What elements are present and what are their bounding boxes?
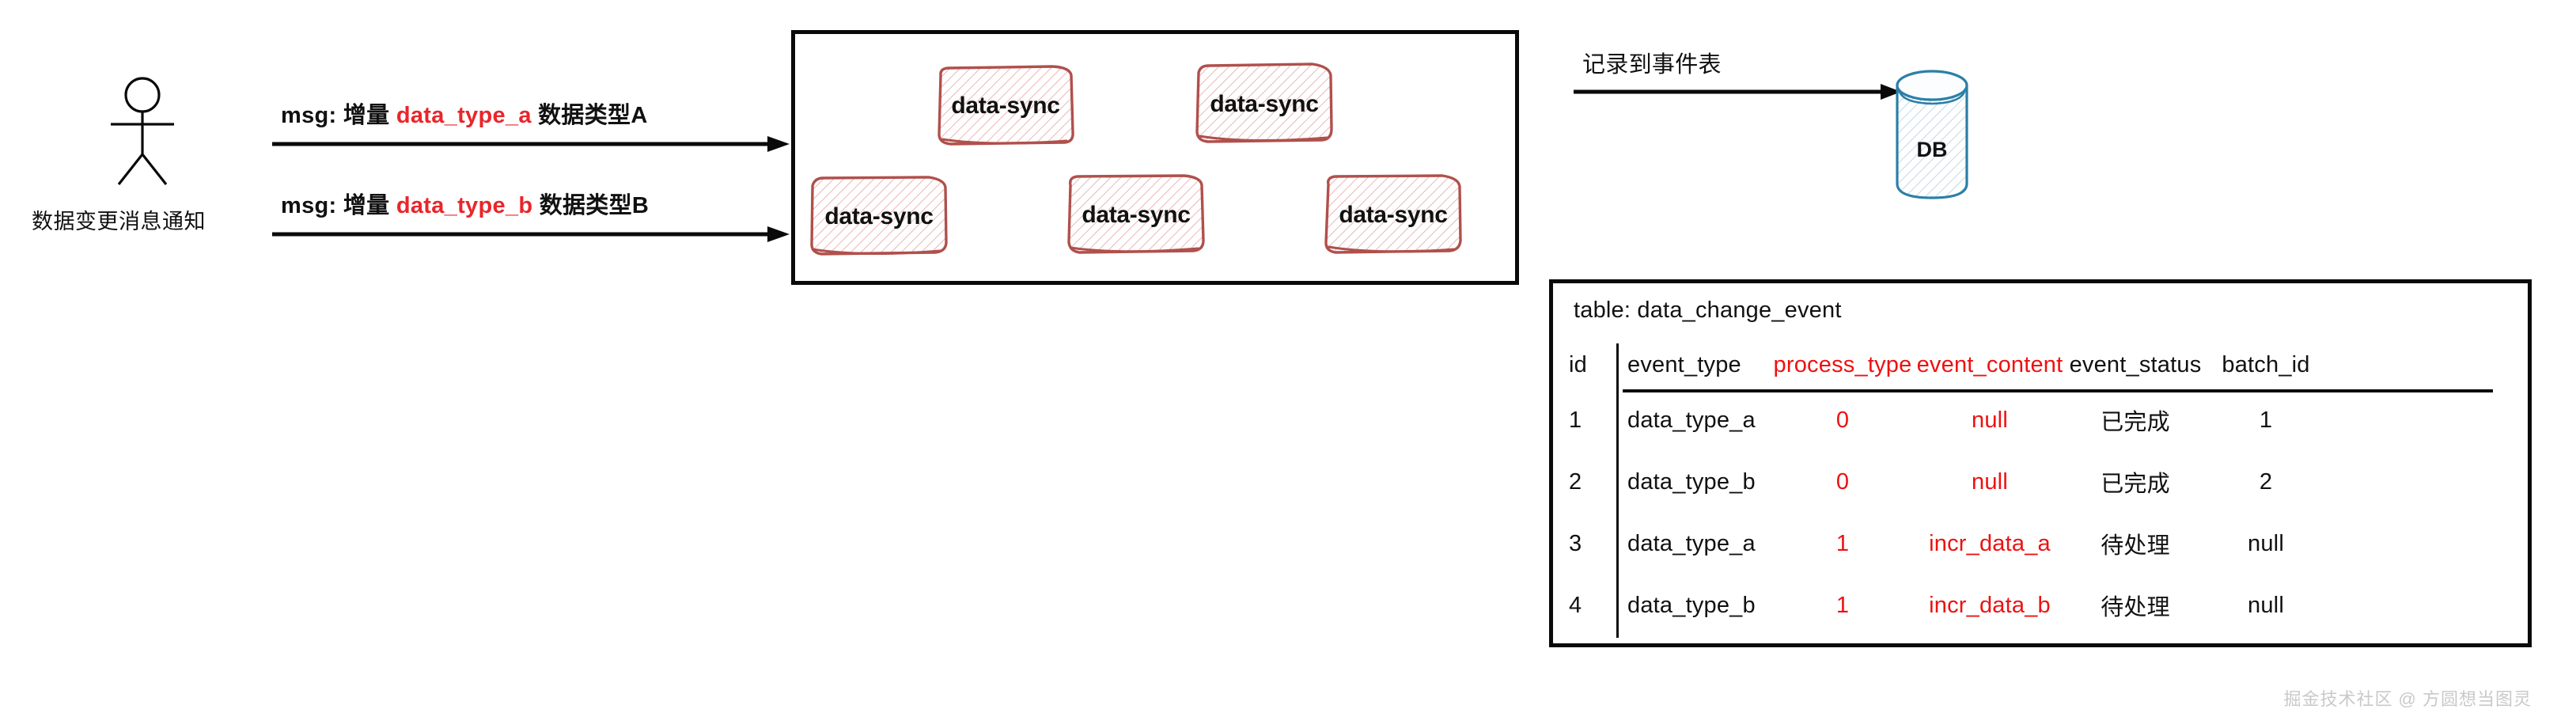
data-sync-node-5[interactable]: data-sync: [1321, 173, 1465, 256]
event-table-grid: id event_type process_type event_content…: [1553, 340, 2528, 636]
table-header-row: id event_type process_type event_content…: [1553, 340, 2528, 389]
message-1-prefix: msg: 增量: [281, 103, 396, 128]
message-arrow-2: [272, 226, 790, 242]
data-sync-node-4[interactable]: data-sync: [1064, 173, 1208, 256]
message-2-prefix: msg: 增量: [281, 193, 396, 218]
table-row[interactable]: 4 data_type_b 1 incr_data_b 待处理 null: [1553, 574, 2528, 636]
message-2-suffix: 数据类型B: [532, 193, 650, 218]
cell-event-type: data_type_b: [1627, 468, 1756, 495]
column-header-process-type: process_type: [1773, 351, 1912, 377]
cell-event-type: data_type_a: [1627, 407, 1756, 433]
column-header-batch-id: batch_id: [2222, 351, 2310, 377]
record-arrow: [1574, 84, 1901, 100]
cell-event-status: 已完成: [2101, 410, 2170, 435]
cell-process-type: 0: [1835, 407, 1850, 433]
data-sync-node-3[interactable]: data-sync: [807, 175, 951, 258]
cell-event-status: 待处理: [2101, 595, 2170, 620]
column-header-event-content: event_content: [1916, 351, 2063, 377]
cell-batch-id: 2: [2259, 468, 2273, 495]
table-id-column-divider: [1616, 343, 1619, 638]
table-row[interactable]: 2 data_type_b 0 null 已完成 2: [1553, 451, 2528, 513]
message-arrow-1: [272, 136, 790, 152]
cell-batch-id: 1: [2259, 407, 2273, 433]
database-cylinder-icon: DB: [1892, 68, 1972, 203]
actor-label: 数据变更消息通知: [32, 210, 206, 233]
column-header-event-status: event_status: [2069, 351, 2202, 377]
message-2-code: data_type_b: [396, 193, 533, 218]
message-1-code: data_type_a: [396, 103, 532, 128]
cell-id: 4: [1569, 592, 1582, 618]
cell-event-content: null: [1972, 468, 2008, 495]
event-table-panel: table: data_change_event id event_type p…: [1549, 279, 2532, 647]
cell-event-content: incr_data_a: [1929, 530, 2051, 556]
cell-event-status: 已完成: [2101, 472, 2170, 497]
stick-figure-actor-icon: [75, 75, 210, 186]
message-1-suffix: 数据类型A: [531, 103, 648, 128]
database-label: DB: [1916, 138, 1948, 161]
table-row[interactable]: 1 data_type_a 0 null 已完成 1: [1553, 389, 2528, 451]
cell-id: 1: [1569, 407, 1582, 433]
cell-process-type: 1: [1835, 530, 1850, 556]
column-header-event-type: event_type: [1627, 351, 1741, 377]
watermark: 掘金技术社区 @ 方圆想当图灵: [2283, 689, 2532, 709]
cell-event-content: null: [1972, 407, 2008, 433]
cell-id: 2: [1569, 468, 1582, 495]
cell-process-type: 1: [1835, 592, 1850, 618]
cell-event-type: data_type_a: [1627, 530, 1756, 556]
cell-event-type: data_type_b: [1627, 592, 1756, 618]
cell-process-type: 0: [1835, 468, 1850, 495]
data-sync-node-2[interactable]: data-sync: [1192, 63, 1336, 146]
column-header-id: id: [1569, 351, 1587, 377]
table-row[interactable]: 3 data_type_a 1 incr_data_a 待处理 null: [1553, 513, 2528, 574]
cell-event-content: incr_data_b: [1929, 592, 2051, 618]
table-header-divider: [1623, 389, 2493, 392]
message-label-2: msg: 增量 data_type_b 数据类型B: [281, 187, 649, 220]
data-sync-cluster-container: data-sync data-sync data-sync data-syn: [791, 30, 1519, 285]
record-arrow-label: 记录到事件表: [1582, 52, 1722, 78]
cell-event-status: 待处理: [2101, 533, 2170, 559]
data-sync-node-1[interactable]: data-sync: [934, 64, 1078, 147]
message-label-1: msg: 增量 data_type_a 数据类型A: [281, 97, 648, 130]
table-title: table: data_change_event: [1574, 298, 1842, 323]
cell-id: 3: [1569, 530, 1582, 556]
cell-batch-id: null: [2248, 592, 2284, 618]
cell-batch-id: null: [2248, 530, 2284, 556]
